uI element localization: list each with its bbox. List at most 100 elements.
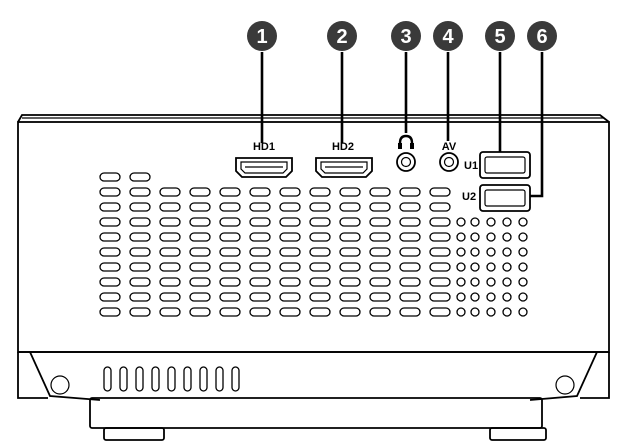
vent-slot bbox=[189, 202, 211, 212]
vent-slot bbox=[129, 292, 151, 302]
hdmi1-port[interactable]: HD1 bbox=[235, 141, 293, 178]
vent-slot bbox=[219, 277, 241, 287]
callout-2: 2 bbox=[327, 21, 357, 51]
vent-slot bbox=[249, 307, 271, 317]
vent-slot bbox=[99, 277, 121, 287]
vent-slot bbox=[339, 307, 361, 317]
svg-text:4: 4 bbox=[442, 26, 454, 48]
vent-slot bbox=[219, 217, 241, 227]
vent-hole bbox=[486, 247, 496, 257]
vent-slot bbox=[219, 262, 241, 272]
vent-hole bbox=[470, 277, 480, 287]
vent-slot bbox=[189, 247, 211, 257]
vent-slot bbox=[219, 232, 241, 242]
vent-grid bbox=[99, 172, 528, 317]
vent-hole bbox=[486, 232, 496, 242]
vent-slot bbox=[399, 202, 421, 212]
av-port[interactable]: AV bbox=[439, 141, 459, 172]
vent-slot bbox=[309, 292, 331, 302]
vent-slot bbox=[429, 307, 451, 317]
vent-slot bbox=[249, 232, 271, 242]
vent-hole bbox=[502, 307, 512, 317]
vent-slot bbox=[399, 232, 421, 242]
vent-slot bbox=[159, 277, 181, 287]
vent-slot bbox=[159, 187, 181, 197]
vent-hole bbox=[502, 247, 512, 257]
vent-slot bbox=[339, 247, 361, 257]
vent-slot bbox=[219, 247, 241, 257]
left-screw-hole bbox=[50, 375, 70, 395]
vent-slot bbox=[429, 292, 451, 302]
vent-slot bbox=[369, 247, 391, 257]
vent-hole bbox=[502, 232, 512, 242]
vent-slot bbox=[369, 217, 391, 227]
svg-text:HD2: HD2 bbox=[332, 141, 354, 153]
vent-hole bbox=[502, 217, 512, 227]
base-vent-slot bbox=[183, 366, 192, 392]
vent-slot bbox=[399, 247, 421, 257]
hdmi2-port[interactable]: HD2 bbox=[315, 141, 373, 178]
svg-text:6: 6 bbox=[536, 26, 547, 48]
vent-slot bbox=[249, 202, 271, 212]
vent-slot bbox=[249, 262, 271, 272]
svg-text:AV: AV bbox=[442, 141, 457, 153]
usb1-port[interactable]: U1 bbox=[464, 151, 531, 179]
vent-slot bbox=[429, 247, 451, 257]
vent-slot bbox=[249, 217, 271, 227]
vent-slot bbox=[279, 292, 301, 302]
vent-hole bbox=[456, 292, 466, 302]
vent-slot bbox=[219, 187, 241, 197]
vent-slot bbox=[429, 232, 451, 242]
svg-text:1: 1 bbox=[256, 26, 267, 48]
vent-slot bbox=[399, 307, 421, 317]
vent-slot bbox=[189, 217, 211, 227]
vent-slot bbox=[99, 217, 121, 227]
vent-slot bbox=[159, 292, 181, 302]
vent-slot bbox=[369, 232, 391, 242]
vent-slot bbox=[339, 187, 361, 197]
vent-slot bbox=[369, 277, 391, 287]
vent-slot bbox=[339, 232, 361, 242]
vent-slot bbox=[429, 262, 451, 272]
vent-slot bbox=[159, 202, 181, 212]
base-vent-slot bbox=[167, 366, 176, 392]
base-vent-slot bbox=[199, 366, 208, 392]
vent-slot bbox=[279, 307, 301, 317]
base-vent-slot bbox=[151, 366, 160, 392]
vent-slot bbox=[99, 232, 121, 242]
vent-slot bbox=[369, 307, 391, 317]
base-vent-slot bbox=[135, 366, 144, 392]
vent-slot bbox=[99, 187, 121, 197]
vent-hole bbox=[470, 292, 480, 302]
vent-slot bbox=[129, 172, 151, 182]
vent-slot bbox=[339, 217, 361, 227]
vent-slot bbox=[189, 232, 211, 242]
vent-slot bbox=[429, 202, 451, 212]
vent-hole bbox=[518, 292, 528, 302]
svg-text:U2: U2 bbox=[462, 191, 476, 203]
headphone-jack[interactable] bbox=[396, 134, 416, 172]
vent-slot bbox=[159, 307, 181, 317]
vent-slot bbox=[309, 247, 331, 257]
vent-slot bbox=[309, 187, 331, 197]
vent-slot bbox=[129, 187, 151, 197]
vent-hole bbox=[456, 247, 466, 257]
vent-slot bbox=[249, 277, 271, 287]
vent-slot bbox=[129, 217, 151, 227]
vent-slot bbox=[279, 217, 301, 227]
vent-hole bbox=[456, 277, 466, 287]
usb2-port[interactable]: U2 bbox=[462, 184, 531, 212]
vent-slot bbox=[249, 187, 271, 197]
vent-slot bbox=[279, 247, 301, 257]
vent-slot bbox=[189, 307, 211, 317]
vent-slot bbox=[279, 277, 301, 287]
vent-slot bbox=[309, 277, 331, 287]
vent-hole bbox=[456, 307, 466, 317]
vent-slot bbox=[189, 262, 211, 272]
base-vent-slots bbox=[103, 366, 240, 392]
svg-text:HD1: HD1 bbox=[253, 141, 275, 153]
vent-hole bbox=[518, 307, 528, 317]
callout-4: 4 bbox=[433, 21, 463, 51]
callout-1: 1 bbox=[247, 21, 277, 51]
